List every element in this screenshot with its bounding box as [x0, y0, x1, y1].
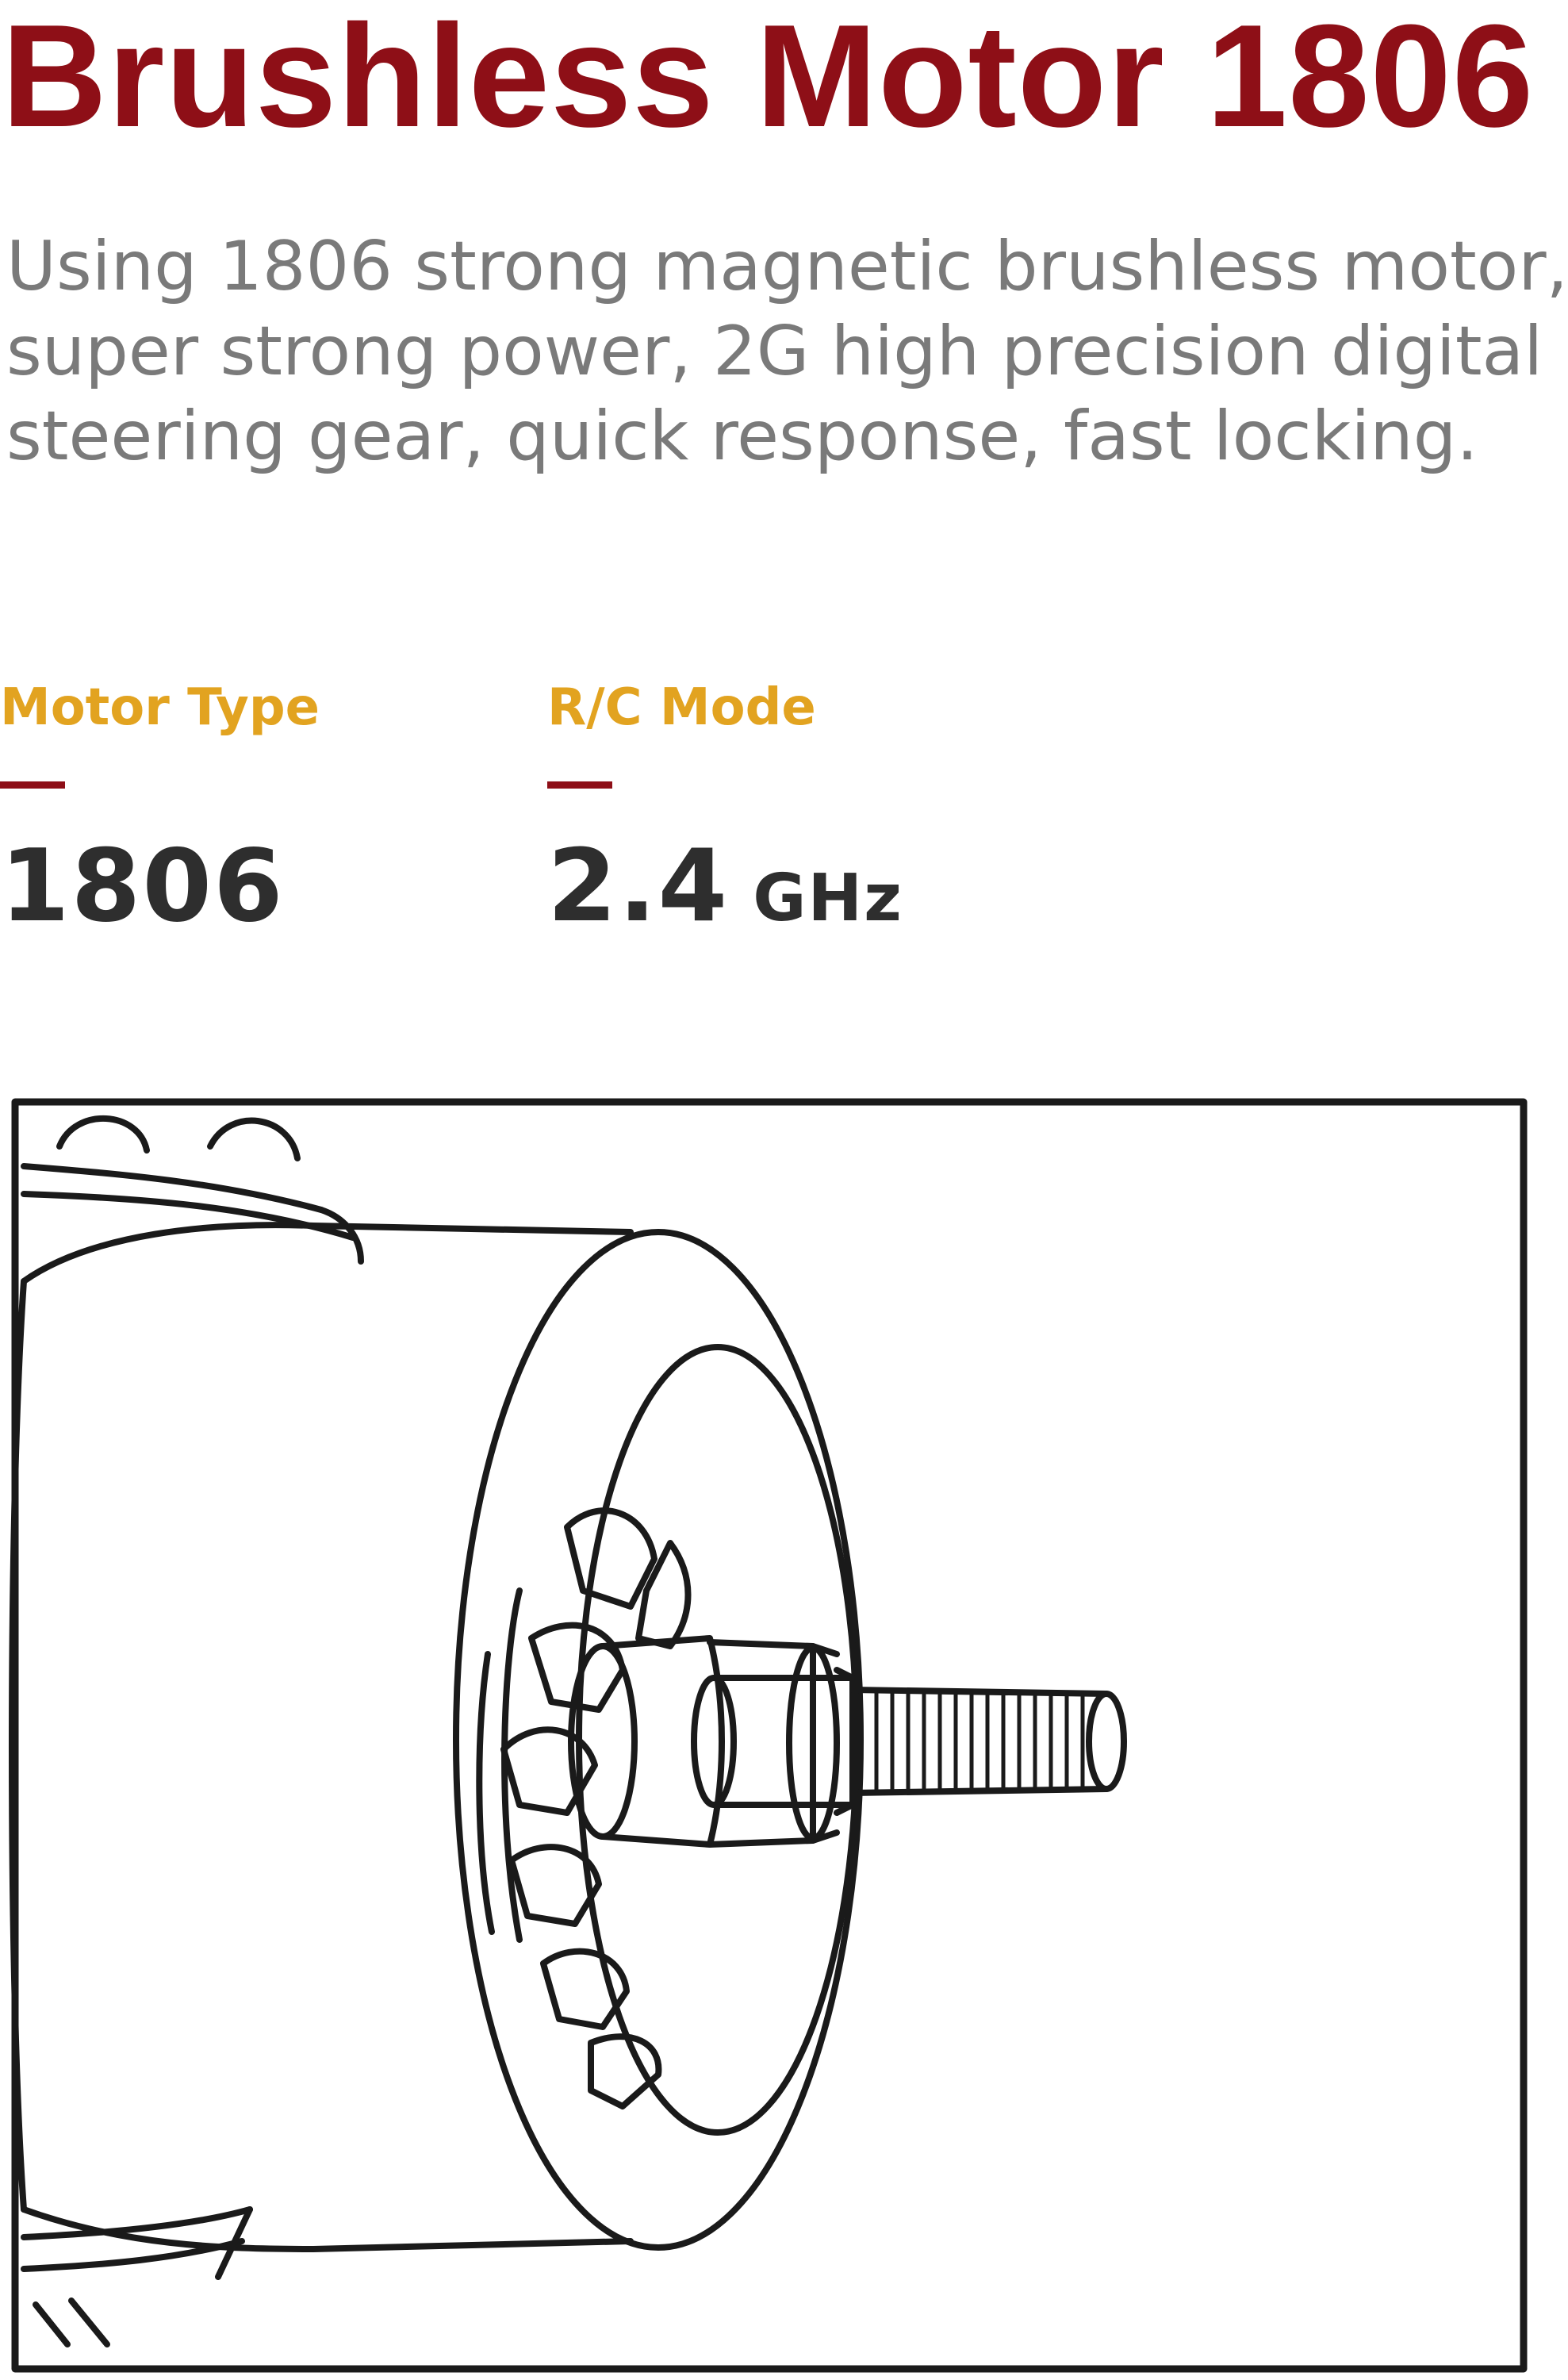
product-title: Brushless Motor 1806 — [2, 0, 1535, 157]
spec-dash-divider — [547, 781, 612, 789]
spec-label: Motor Type — [0, 678, 320, 737]
description-line: super strong power, 2G high precision di… — [6, 312, 1543, 391]
spec-motor-type: Motor Type 1806 — [0, 682, 320, 936]
spec-label: R/C Mode — [547, 678, 816, 737]
brushless-motor-line-drawing-icon — [9, 1098, 1528, 2373]
spec-value: 1806 — [0, 836, 320, 936]
product-description: Using 1806 strong magnetic brushless mot… — [6, 225, 1568, 479]
motor-drawing-strokes — [9, 1098, 1528, 2373]
description-line: steering gear, quick response, fast lock… — [6, 397, 1478, 476]
spec-value-number: 1806 — [0, 827, 285, 944]
spec-value-number: 2.4 — [547, 827, 730, 944]
description-line: Using 1806 strong magnetic brushless mot… — [6, 227, 1568, 306]
spec-value-unit: GHz — [753, 861, 903, 936]
spec-dash-divider — [0, 781, 65, 789]
